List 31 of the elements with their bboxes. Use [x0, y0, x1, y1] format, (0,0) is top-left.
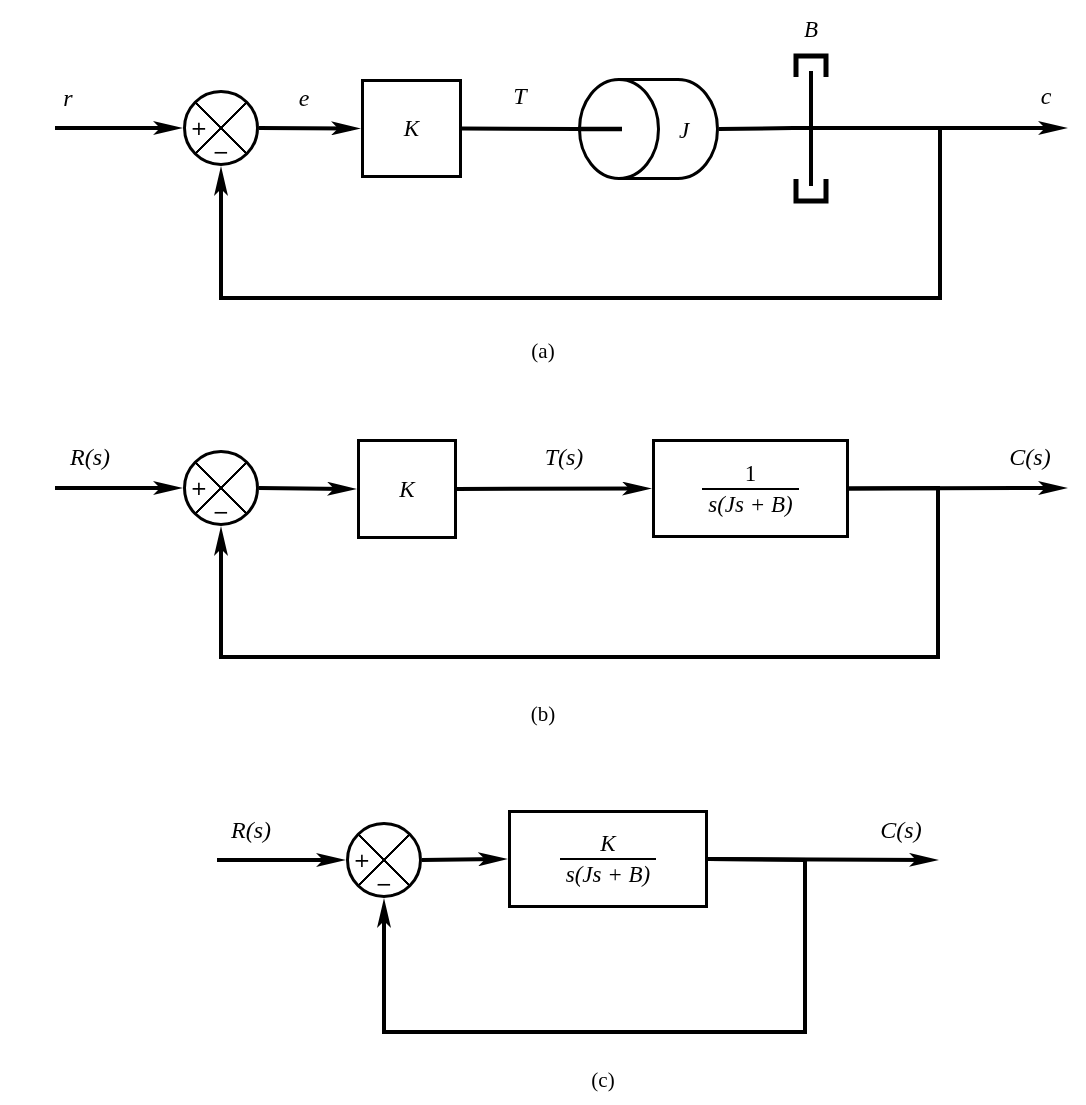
numerator: K: [600, 832, 616, 855]
panel-caption: (c): [591, 1069, 615, 1091]
signal-arrow: [55, 121, 183, 135]
signal-label: C(s): [1007, 445, 1053, 469]
signal-line: [718, 126, 794, 131]
numerator: 1: [744, 461, 757, 485]
panel-caption: (a): [531, 340, 555, 362]
transfer-function-block: [652, 439, 849, 538]
signal-arrow: [421, 852, 508, 867]
transfer-function-block: [508, 810, 708, 908]
panel-caption: (b): [530, 703, 556, 725]
signal-arrow: [258, 481, 357, 496]
signal-label: R(s): [68, 445, 112, 469]
signal-arrow: [259, 121, 361, 136]
feedback-arrow: [377, 857, 807, 1034]
denominator: s(Js + B): [708, 492, 793, 516]
signal-arrow: [457, 481, 652, 496]
damper-label: B: [803, 17, 819, 41]
block-label: K: [403, 117, 420, 140]
signal-label: C(s): [878, 818, 924, 842]
signal-arrow: [55, 481, 183, 495]
inertia-label: J: [678, 118, 690, 142]
signal-line: [462, 126, 578, 131]
feedback-arrow: [214, 126, 942, 300]
feedback-arrow: [214, 486, 940, 659]
denominator: s(Js + B): [565, 863, 651, 886]
gain-block: [361, 79, 462, 178]
signal-arrow: [217, 853, 346, 867]
block-label: K: [399, 477, 415, 501]
signal-label: R(s): [229, 818, 273, 842]
gain-block: [357, 439, 457, 539]
